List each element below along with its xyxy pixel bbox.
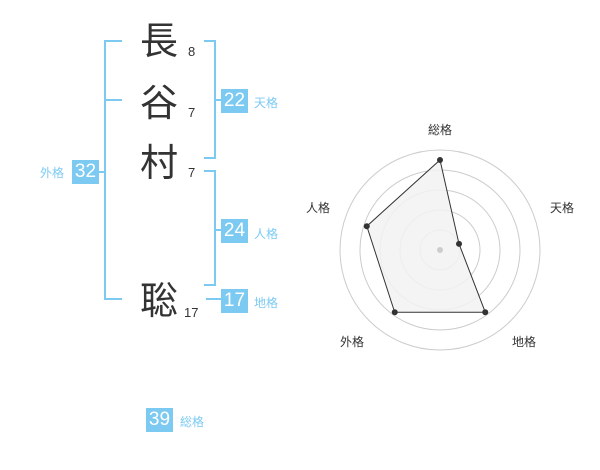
radar-center-dot xyxy=(437,247,443,253)
stroke-count-2: 7 xyxy=(188,105,196,120)
name-char-2: 谷 xyxy=(140,81,179,125)
radar-ring-5 xyxy=(339,149,541,351)
jinkaku-label: 人格 xyxy=(254,227,279,241)
radar-polygon xyxy=(366,159,487,313)
jinkaku-bracket-bottom xyxy=(204,284,216,286)
radar-axis-label-4: 人格 xyxy=(306,201,331,215)
jinkaku-bracket-vertical xyxy=(214,170,216,286)
gaikaku-bracket-vertical xyxy=(104,40,106,300)
jinkaku-value: 24 xyxy=(221,219,248,243)
chikaku-label: 地格 xyxy=(254,296,279,310)
tenkaku-label: 天格 xyxy=(254,96,279,110)
chikaku-value: 17 xyxy=(221,289,248,313)
radar-point-0 xyxy=(437,157,443,163)
name-char-3: 村 xyxy=(140,141,179,185)
radar-points xyxy=(363,157,489,316)
jinkaku-connector xyxy=(214,229,222,231)
tenkaku-value: 22 xyxy=(221,89,248,113)
gaikaku-label: 外格 xyxy=(40,166,65,180)
jinkaku-bracket-top xyxy=(204,170,216,172)
soukaku-label: 総格 xyxy=(180,415,205,429)
radar-point-2 xyxy=(482,309,489,316)
name-char-1: 長 xyxy=(140,19,179,63)
stroke-count-3: 7 xyxy=(188,165,196,180)
tenkaku-connector xyxy=(214,99,222,101)
radar-axis-label-1: 天格 xyxy=(550,201,575,215)
radar-axis-label-3: 外格 xyxy=(340,335,365,349)
tenkaku-bracket-top xyxy=(204,40,216,42)
radar-point-1 xyxy=(456,240,463,247)
gaikaku-bracket-mid xyxy=(104,99,122,101)
radar-chart xyxy=(339,149,541,351)
stroke-count-4: 17 xyxy=(184,305,199,320)
gaikaku-bracket-bottom xyxy=(104,298,122,300)
gaikaku-value: 32 xyxy=(72,160,99,184)
name-char-4: 聡 xyxy=(140,279,179,323)
stroke-count-1: 8 xyxy=(188,44,196,59)
gaikaku-bracket-top xyxy=(104,40,122,42)
radar-axis-label-0: 総格 xyxy=(428,123,453,137)
tenkaku-bracket-bottom xyxy=(204,157,216,159)
radar-axis-label-2: 地格 xyxy=(512,335,537,349)
radar-point-4 xyxy=(363,223,370,230)
gaikaku-connector xyxy=(98,171,106,173)
chikaku-connector xyxy=(206,298,222,300)
radar-point-3 xyxy=(391,309,398,316)
soukaku-value: 39 xyxy=(146,408,173,432)
